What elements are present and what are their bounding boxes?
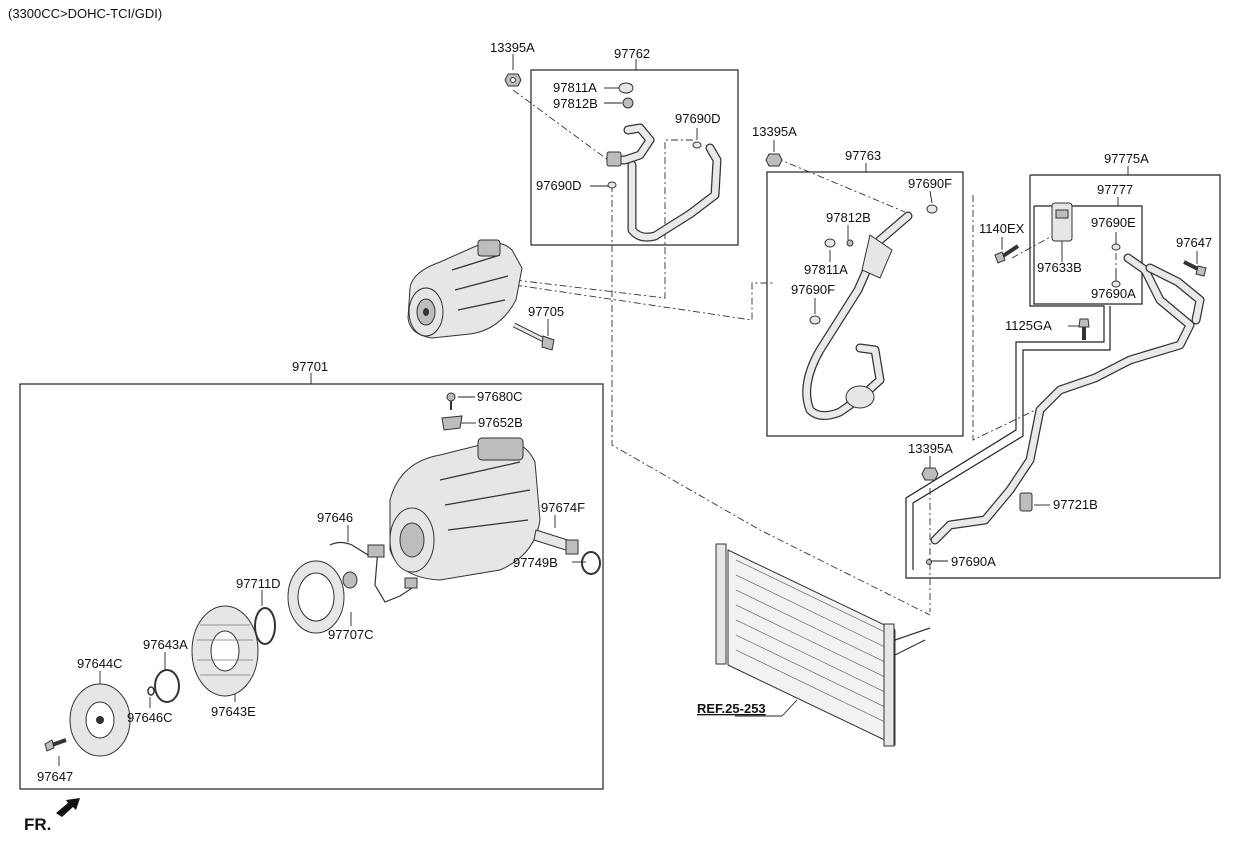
label-97711D: 97711D bbox=[236, 576, 281, 591]
label-97690D: 97690D bbox=[536, 178, 582, 193]
label-97812B: 97812B bbox=[826, 210, 871, 225]
label-97749B: 97749B bbox=[513, 555, 558, 570]
group-box-97763 bbox=[766, 171, 964, 437]
label-97647: 97647 bbox=[37, 769, 73, 784]
label-97646: 97646 bbox=[317, 510, 353, 525]
bolt-icon bbox=[994, 244, 1020, 264]
condenser-illustration bbox=[715, 543, 931, 747]
label-97644C: 97644C bbox=[77, 656, 123, 671]
part-labels: 13395A 97762 97811A 97812B 97690D 97690D… bbox=[37, 40, 1212, 784]
label-97643E: 97643E bbox=[211, 704, 256, 719]
label-97721B: 97721B bbox=[1053, 497, 1098, 512]
nut-icon bbox=[504, 73, 522, 87]
reference-lines bbox=[512, 89, 1117, 616]
label-97674F: 97674F bbox=[541, 500, 585, 515]
compressor-overview-illustration bbox=[407, 239, 523, 339]
label-97646C: 97646C bbox=[127, 710, 173, 725]
reference-label: REF.25-253 bbox=[697, 701, 766, 716]
label-97647: 97647 bbox=[1176, 235, 1212, 250]
bolt-icon bbox=[512, 322, 555, 351]
label-97680C: 97680C bbox=[477, 389, 523, 404]
bolt-icon bbox=[1078, 318, 1090, 340]
label-97633B: 97633B bbox=[1037, 260, 1082, 275]
label-97701: 97701 bbox=[292, 359, 328, 374]
label-97811A: 97811A bbox=[804, 262, 848, 277]
front-arrow-icon bbox=[56, 798, 80, 817]
front-direction-indicator: FR. bbox=[24, 798, 80, 834]
group-box-97775A bbox=[905, 174, 1221, 579]
label-97690A: 97690A bbox=[951, 554, 996, 569]
group-box-97701 bbox=[19, 383, 604, 790]
front-label: FR. bbox=[24, 815, 51, 834]
compressor-97701-illustration bbox=[44, 392, 601, 757]
label-97707C: 97707C bbox=[328, 627, 374, 642]
group-box-97777 bbox=[1033, 205, 1143, 305]
label-13395A: 13395A bbox=[752, 124, 797, 139]
label-97777: 97777 bbox=[1097, 182, 1133, 197]
label-97763: 97763 bbox=[845, 148, 881, 163]
nut-icon bbox=[765, 153, 783, 167]
label-97652B: 97652B bbox=[478, 415, 523, 430]
label-13395A: 13395A bbox=[908, 441, 953, 456]
label-97811A: 97811A bbox=[553, 80, 597, 95]
label-97690F: 97690F bbox=[908, 176, 952, 191]
group-box-97762 bbox=[530, 69, 739, 246]
label-97690E: 97690E bbox=[1091, 215, 1136, 230]
bolt-icon bbox=[1183, 260, 1207, 277]
label-97762: 97762 bbox=[614, 46, 650, 61]
label-97690F: 97690F bbox=[791, 282, 835, 297]
label-97643A: 97643A bbox=[143, 637, 188, 652]
expansion-valve-97777 bbox=[1051, 202, 1121, 288]
hose-assembly-97775A bbox=[921, 253, 1205, 565]
label-97775A: 97775A bbox=[1104, 151, 1149, 166]
label-1125GA: 1125GA bbox=[1005, 318, 1052, 333]
label-13395A: 13395A bbox=[490, 40, 535, 55]
label-97705: 97705 bbox=[528, 304, 564, 319]
discharge-hose-97762 bbox=[606, 82, 722, 242]
label-97812B: 97812B bbox=[553, 96, 598, 111]
label-1140EX: 1140EX bbox=[979, 221, 1025, 236]
label-97690A: 97690A bbox=[1091, 286, 1136, 301]
label-97690D: 97690D bbox=[675, 111, 721, 126]
engine-spec-header: (3300CC>DOHC-TCI/GDI) bbox=[8, 6, 162, 21]
suction-hose-97763 bbox=[802, 204, 938, 420]
